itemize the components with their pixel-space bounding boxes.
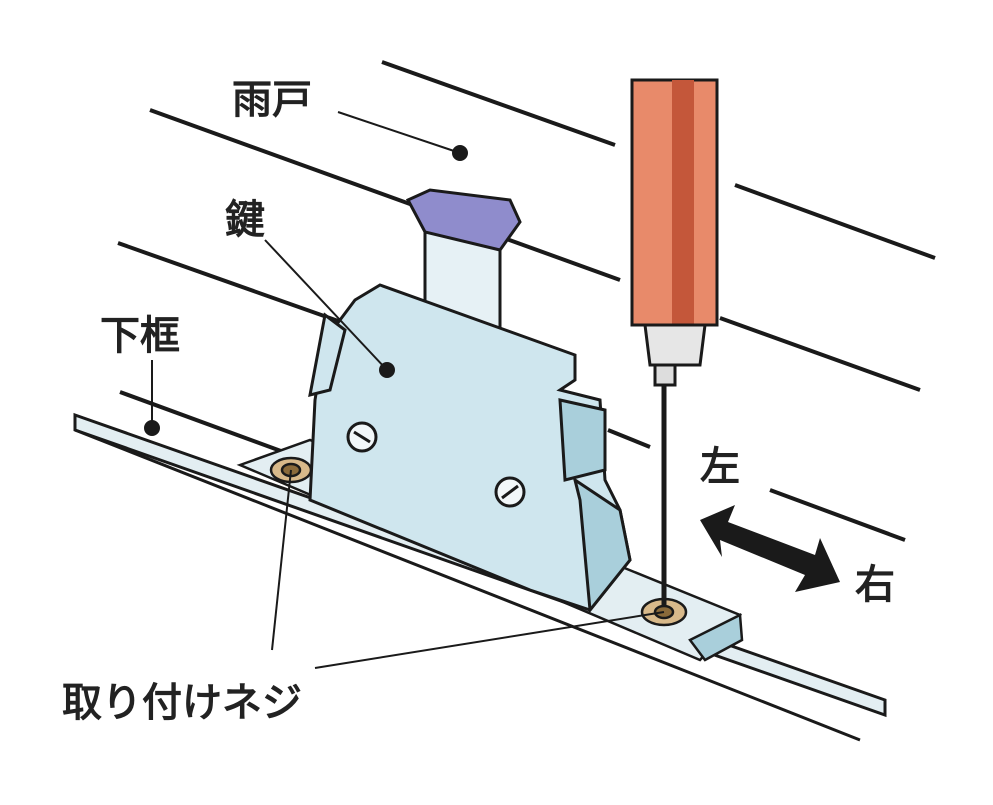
- label-lower-frame: 下框: [100, 313, 180, 359]
- label-left: 左: [700, 444, 740, 490]
- label-mounting-screw: 取り付けネジ: [62, 680, 302, 726]
- label-right: 右: [855, 562, 895, 608]
- label-lock: 鍵: [225, 197, 265, 243]
- leader-lines: [144, 111, 665, 669]
- lock: [308, 188, 632, 614]
- label-storm-shutter: 雨戸: [232, 77, 312, 123]
- screwdriver: [630, 78, 719, 605]
- left-right-arrow-icon: [700, 505, 840, 592]
